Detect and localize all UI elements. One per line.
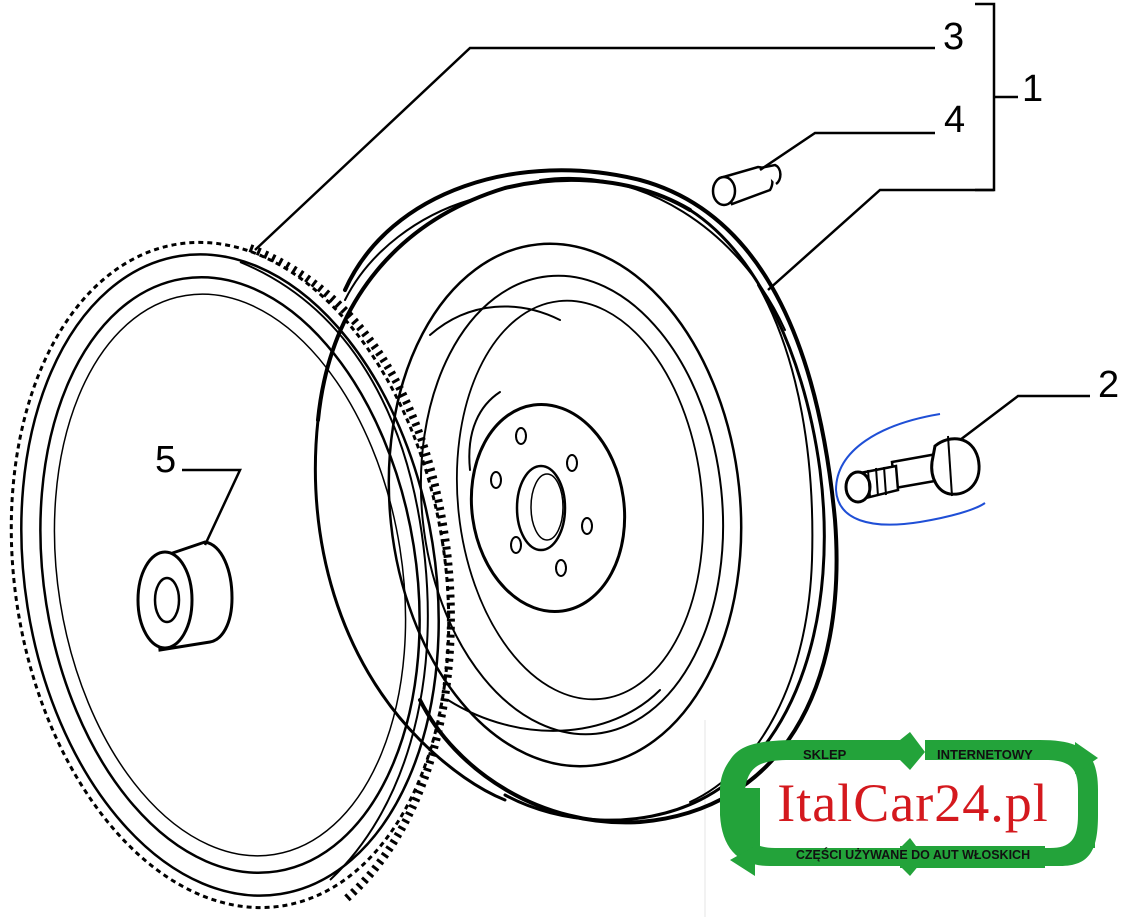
ring-gear-icon (9, 240, 455, 910)
dowel-pin-icon (711, 163, 782, 207)
callout-3: 3 (943, 16, 965, 58)
bolt-icon (844, 435, 981, 504)
bushing-icon (136, 540, 234, 652)
logo-tagline-left: SKLEP (803, 747, 847, 762)
flywheel-icon (313, 168, 839, 825)
shop-logo[interactable]: SKLEP INTERNETOWY ItalCar24.pl CZĘŚCI UŻ… (715, 738, 1111, 872)
leader-lines (182, 2, 1090, 546)
logo-brand-name: ItalCar24.pl (777, 773, 1049, 833)
callout-5: 5 (155, 439, 177, 481)
callout-2: 2 (1098, 364, 1120, 406)
logo-tagline-right: INTERNETOWY (937, 747, 1033, 762)
callout-4: 4 (944, 99, 966, 141)
highlight-mark (834, 413, 986, 526)
logo-mark (720, 732, 1098, 876)
logo-subtitle: CZĘŚCI UŻYWANE DO AUT WŁOSKICH (795, 848, 1031, 862)
callout-1: 1 (1022, 68, 1044, 110)
